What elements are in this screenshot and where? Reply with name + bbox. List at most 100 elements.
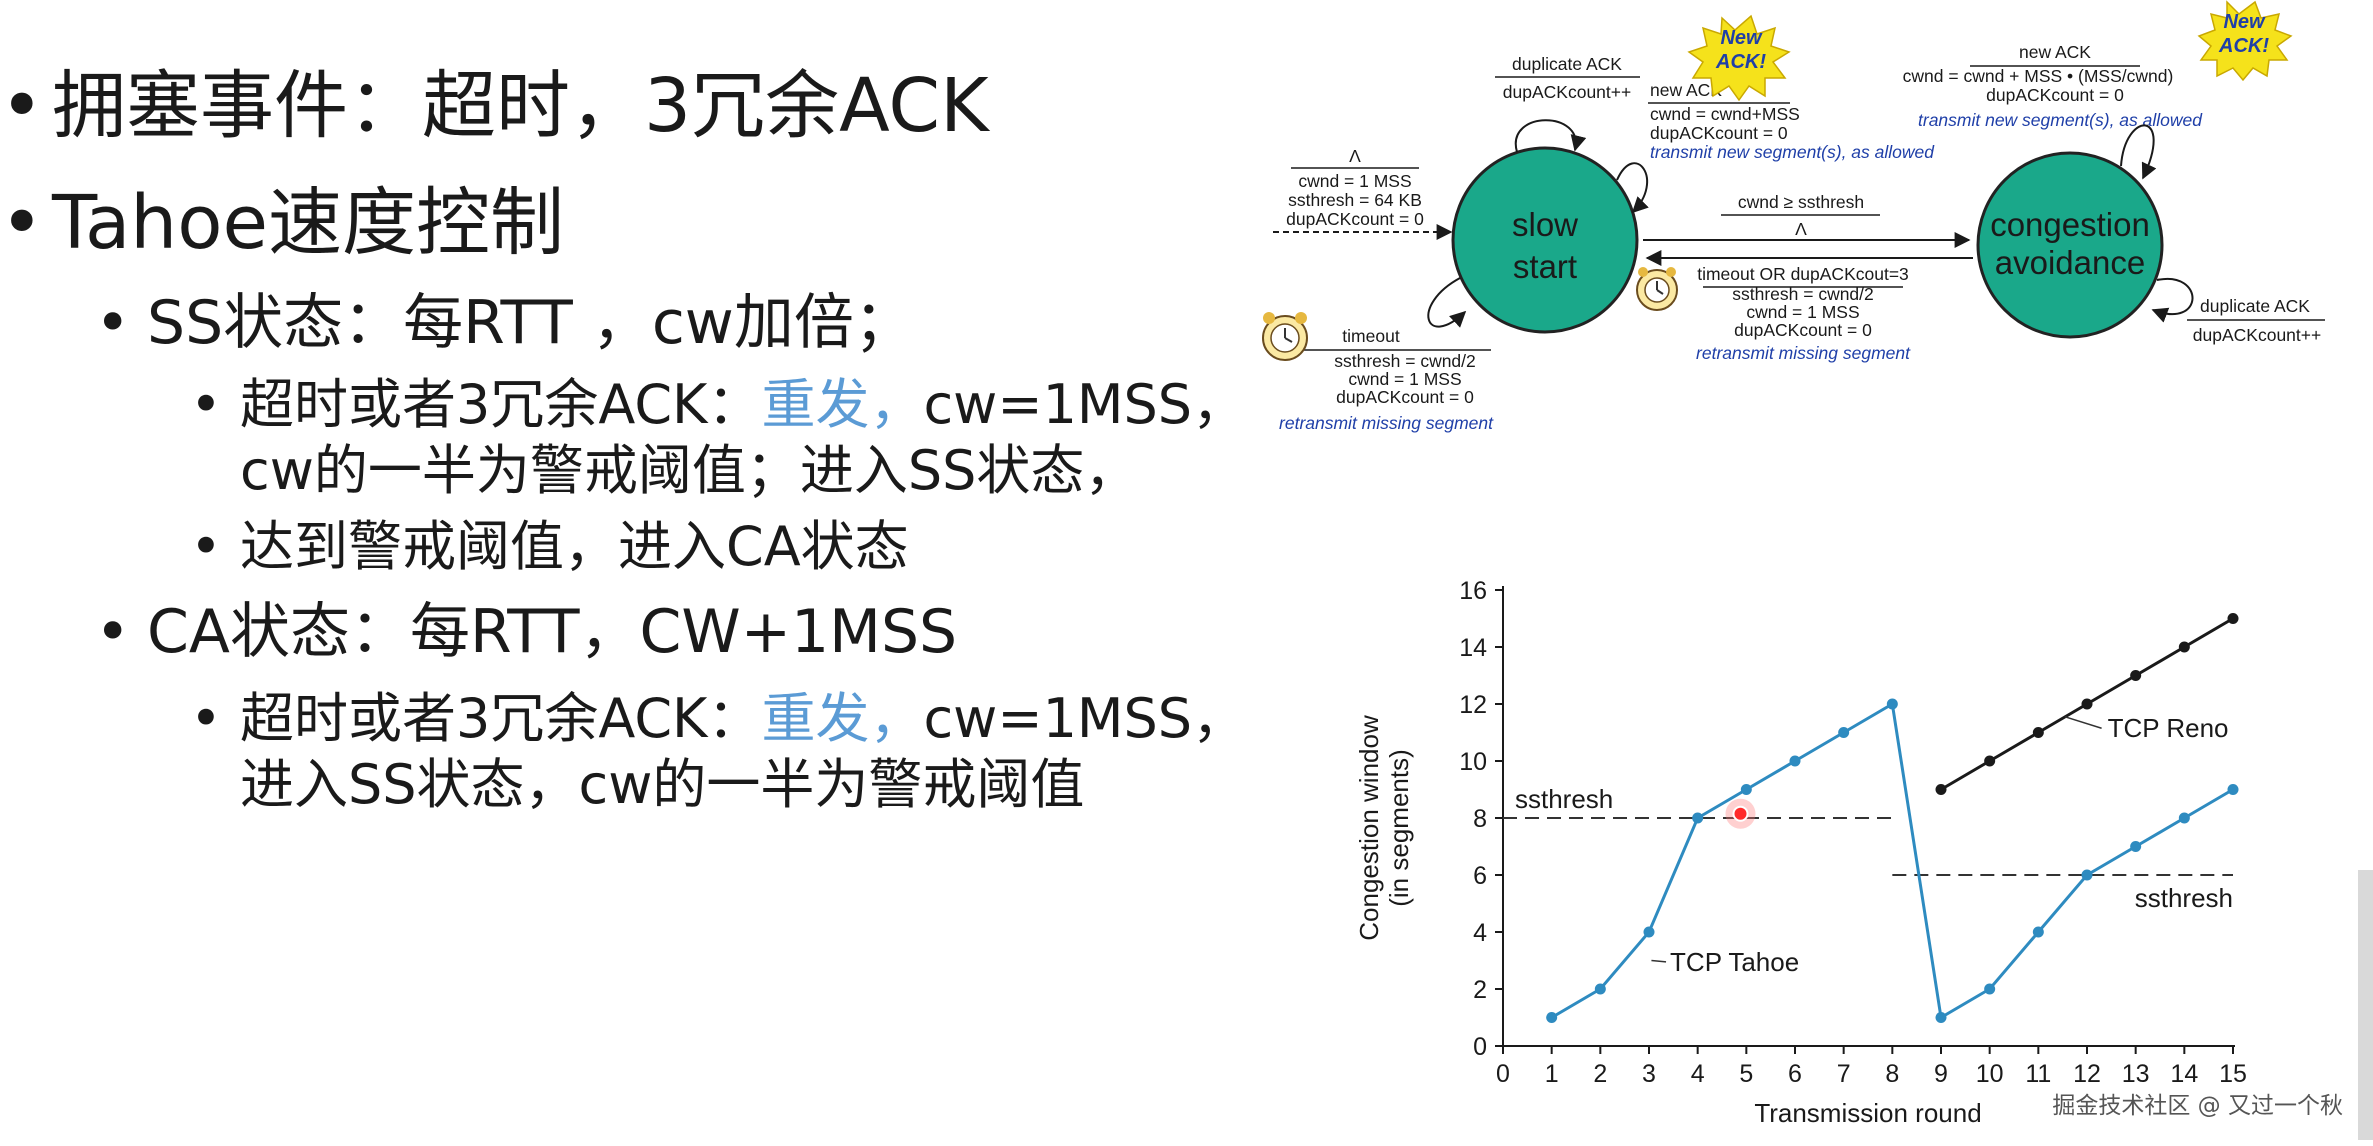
to-ca-top: cwnd ≥ ssthresh [1738, 192, 1864, 212]
bullet-4-highlight: 重发， [761, 373, 924, 436]
y-tick-label: 4 [1473, 919, 1487, 947]
ss-timeout-line-3: dupACKcount = 0 [1336, 387, 1474, 407]
ca-label-2: avoidance [1995, 244, 2145, 281]
bullet-4-post: cw=1MSS， [923, 373, 1247, 436]
data-point [2081, 698, 2093, 710]
data-point [1886, 698, 1898, 710]
x-tick-label: 4 [1691, 1060, 1705, 1088]
bullet-4: •超时或者3冗余ACK：重发，cw=1MSS， [190, 373, 1247, 436]
bullet-7-continuation: 进入SS状态，cw的一半为警戒阈值 [240, 758, 1084, 812]
to-ss-line-4: retransmit missing segment [1696, 343, 1911, 363]
data-point [2227, 784, 2239, 795]
slow-start-state [1451, 146, 1639, 334]
y-axis-title-line-1: Congestion window [1354, 715, 1384, 941]
data-point [1740, 784, 1752, 795]
ss-timeout-line-2: cwnd = 1 MSS [1348, 369, 1461, 389]
bullet-6: •CA状态：每RTT，CW+1MSS [95, 597, 958, 667]
x-tick-label: 9 [1934, 1060, 1948, 1088]
x-tick-label: 5 [1739, 1060, 1753, 1088]
y-tick-label: 12 [1459, 691, 1487, 719]
bullet-3: •SS状态：每RTT ，cw加倍； [95, 288, 914, 358]
data-point [2032, 926, 2044, 938]
series-line-tcp-tahoe [1550, 701, 2234, 1020]
new-ack-burst-icon: New ACK! [1687, 14, 1791, 102]
to-ss-line-1: ssthresh = cwnd/2 [1732, 284, 1874, 304]
burst-text-1: New [1720, 27, 1763, 49]
data-point [2032, 727, 2044, 738]
tcp-congestion-fsm-diagram: slow start congestion avoidance Λ cwnd =… [1262, 0, 2325, 433]
data-point [1643, 926, 1655, 938]
to-ss-top: timeout OR dupACKcout=3 [1697, 264, 1909, 284]
bullet-1-text: 拥塞事件：超时，3冗余ACK [52, 63, 989, 149]
bullet-7-cont-text: 进入SS状态，cw的一半为警戒阈值 [240, 753, 1085, 816]
x-tick-label: 12 [2073, 1060, 2101, 1088]
ssthresh-label: ssthresh [2135, 883, 2233, 913]
bullet-2-text: Tahoe速度控制 [52, 180, 565, 266]
data-point [1594, 983, 1606, 995]
data-point [2178, 641, 2190, 653]
scroll-edge [2358, 870, 2373, 1140]
ss-dup-top: duplicate ACK [1512, 54, 1622, 74]
x-tick-label: 7 [1837, 1060, 1851, 1088]
y-tick-label: 14 [1459, 634, 1487, 662]
bullet-2: •Tahoe速度控制 [0, 180, 565, 266]
bullet-4-pre: 超时或者3冗余ACK： [240, 373, 762, 436]
x-axis-title: Transmission round [1754, 1098, 1981, 1128]
init-line-1: cwnd = 1 MSS [1298, 171, 1411, 191]
ss-timeout-top: timeout [1342, 326, 1400, 346]
x-tick-label: 2 [1593, 1060, 1607, 1088]
series-label-tcp-reno: TCP Reno [2108, 713, 2229, 743]
data-point [1692, 812, 1704, 824]
ssthresh-label: ssthresh [1515, 784, 1613, 814]
data-point [1984, 983, 1996, 995]
slow-start-label-1: slow [1512, 206, 1578, 243]
x-tick-label: 15 [2219, 1060, 2247, 1088]
congestion-avoidance-state [1976, 151, 2164, 339]
label-leader [2064, 716, 2102, 729]
bullet-7: •超时或者3冗余ACK：重发，cw=1MSS， [190, 687, 1247, 750]
burst-text-1: New [2223, 11, 2266, 33]
to-ss-line-3: dupACKcount = 0 [1734, 320, 1872, 340]
label-leader [1651, 959, 1667, 963]
data-point [1546, 1012, 1558, 1023]
y-tick-label: 0 [1473, 1033, 1487, 1061]
ss-new-line-3: transmit new segment(s), as allowed [1650, 142, 1935, 162]
init-lambda: Λ [1349, 146, 1361, 166]
y-tick-label: 6 [1473, 862, 1487, 890]
x-tick-label: 0 [1496, 1060, 1510, 1088]
bullet-4-cont-text: cw的一半为警戒阈值；进入SS状态， [240, 439, 1139, 502]
data-point [2130, 841, 2142, 852]
x-tick-label: 6 [1788, 1060, 1802, 1088]
init-line-2: ssthresh = 64 KB [1288, 190, 1422, 210]
alarm-clock-icon [1262, 312, 1308, 361]
ca-new-line-3: transmit new segment(s), as allowed [1918, 110, 2203, 130]
ca-new-line-1: cwnd = cwnd + MSS • (MSS/cwnd) [1903, 66, 2174, 86]
init-line-3: dupACKcount = 0 [1286, 209, 1424, 229]
bullet-1: •拥塞事件：超时，3冗余ACK [0, 63, 989, 149]
x-tick-label: 8 [1885, 1060, 1899, 1088]
bullet-5: •达到警戒阈值，进入CA状态 [190, 515, 909, 578]
cursor-dot [1732, 805, 1749, 822]
data-point [1935, 1012, 1947, 1023]
data-point [1789, 755, 1801, 767]
y-axis-title-line-2: (in segments) [1384, 749, 1414, 907]
ss-new-line-1: cwnd = cwnd+MSS [1650, 104, 1800, 124]
ss-dup-bot: dupACKcount++ [1503, 82, 1631, 102]
ss-new-line-2: dupACKcount = 0 [1650, 123, 1788, 143]
data-point [1838, 727, 1850, 738]
bullet-6-text: CA状态：每RTT，CW+1MSS [147, 597, 958, 667]
x-tick-label: 11 [2025, 1060, 2051, 1088]
y-tick-label: 2 [1473, 976, 1487, 1004]
ca-dup-bot: dupACKcount++ [2193, 325, 2321, 345]
to-ss-line-2: cwnd = 1 MSS [1746, 302, 1859, 322]
data-point [2178, 812, 2190, 824]
bullet-7-pre: 超时或者3冗余ACK： [240, 687, 762, 750]
bullet-4-continuation: cw的一半为警戒阈值；进入SS状态， [240, 444, 1138, 498]
x-tick-label: 14 [2170, 1060, 2198, 1088]
ca-dup-top: duplicate ACK [2200, 296, 2310, 316]
bullet-7-post: cw=1MSS， [923, 687, 1247, 750]
ca-new-line-2: dupACKcount = 0 [1986, 85, 2124, 105]
data-point [1935, 784, 1947, 795]
